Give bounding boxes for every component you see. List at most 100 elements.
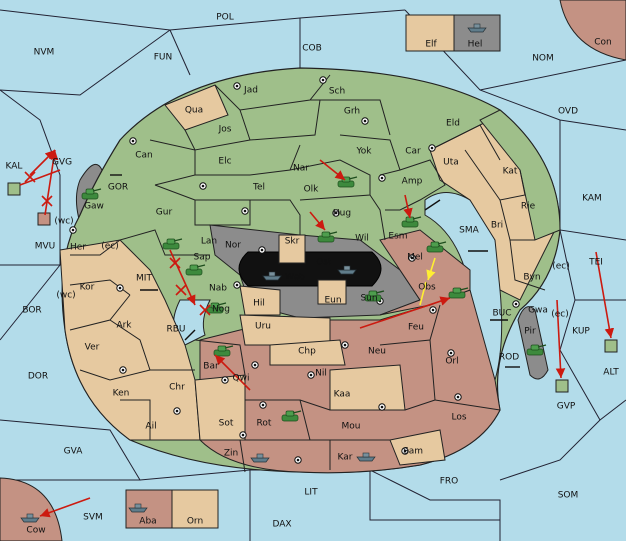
land-label: Kar <box>338 453 353 463</box>
land-label: Con <box>594 38 612 48</box>
region-alt-unit[interactable] <box>604 339 618 353</box>
land-label: Nog <box>212 305 230 315</box>
region-gvp-unit[interactable] <box>555 379 569 393</box>
land-label: Qua <box>185 106 203 116</box>
sea-label: BUC <box>492 309 511 319</box>
land-label: (wc) <box>54 217 73 227</box>
land-label: GVP <box>557 402 576 412</box>
sea-label: GVA <box>64 447 84 457</box>
sea-label: MIT <box>136 274 152 284</box>
sea-label: DAX <box>272 520 291 530</box>
land-label: ALT <box>603 368 619 378</box>
land-label: KAL <box>6 162 23 172</box>
land-label: Cow <box>26 526 45 536</box>
sea-label: BOR <box>22 306 41 316</box>
land-label: Nil <box>315 369 327 379</box>
land-label: Jos <box>218 125 232 135</box>
connection-arrows <box>110 174 520 368</box>
land-label: Nor <box>225 241 241 251</box>
land-label: Mou <box>342 422 361 432</box>
sea-label: NOM <box>532 54 554 64</box>
land-label: Rie <box>521 202 536 212</box>
region-orn[interactable] <box>171 489 219 529</box>
region-skr[interactable] <box>278 234 306 264</box>
land-label: Zin <box>224 449 238 459</box>
land-label: Eld <box>446 119 460 129</box>
region-kaa[interactable] <box>329 364 406 411</box>
region-qua[interactable] <box>164 84 229 131</box>
land-label: Orl <box>445 357 458 367</box>
land-label: Sun <box>360 294 377 304</box>
land-label: Rot <box>257 419 272 429</box>
land-label: Ken <box>113 389 130 399</box>
region-kal-unit[interactable] <box>7 182 21 196</box>
land-label: Kat <box>503 167 518 177</box>
land-label: Ver <box>85 343 100 353</box>
land-label: Nab <box>209 284 227 294</box>
land-label: Sam <box>403 447 423 457</box>
sea-label: OVD <box>558 107 578 117</box>
land-label: (wc) <box>56 291 75 301</box>
land-label: Kaa <box>334 390 351 400</box>
region-uru[interactable] <box>239 314 331 346</box>
land-label: Web <box>285 273 305 283</box>
sea-label: TEI <box>588 258 603 268</box>
land-label: Sap <box>194 253 211 263</box>
region-elf[interactable] <box>405 14 455 52</box>
sea-label: GOR <box>108 183 128 193</box>
region-sam[interactable] <box>389 429 446 466</box>
land-label: Sch <box>329 87 345 97</box>
land-label: (ec) <box>101 242 119 252</box>
land-label: Hug <box>333 209 351 219</box>
sea-label: SVM <box>83 513 103 523</box>
land-label: Gwa <box>528 306 548 316</box>
land-label: Yok <box>355 147 372 157</box>
land-label: Her <box>70 243 86 253</box>
sea-label: FUN <box>154 53 173 63</box>
region-pir[interactable] <box>517 306 549 380</box>
region-hel[interactable] <box>453 14 501 52</box>
land-label: Amp <box>402 177 423 187</box>
land-label: Uta <box>443 158 459 168</box>
region-chp[interactable] <box>269 339 346 366</box>
land-label: Gur <box>156 208 173 218</box>
land-label: Elf <box>425 40 437 50</box>
land-label: Qwi <box>233 374 250 384</box>
sea-label: RBU <box>166 325 185 335</box>
land-label: Gaw <box>84 202 104 212</box>
sea-label: SOM <box>558 491 579 501</box>
region-sot[interactable] <box>194 374 246 441</box>
land-label: Esm <box>388 232 407 242</box>
land-label: Wil <box>355 234 369 244</box>
land-label: Chp <box>298 347 316 357</box>
land-label: Ail <box>145 422 156 432</box>
land-label: Neu <box>368 347 386 357</box>
sea-label: NVM <box>34 48 55 58</box>
land-label: Nar <box>293 164 309 174</box>
sea-label: DOR <box>28 372 48 382</box>
central-lake <box>238 251 382 287</box>
land-label: Byn <box>523 273 540 283</box>
land-label: Olk <box>304 185 320 195</box>
land-label: (ec) <box>552 262 570 272</box>
region-hil[interactable] <box>239 285 281 316</box>
dislodged-marks <box>24 171 211 316</box>
land-label: Eun <box>324 296 341 306</box>
land-label: Mel <box>407 253 423 263</box>
land-label: Ost <box>316 258 332 268</box>
land-label: Pir <box>524 327 536 337</box>
region-eun[interactable] <box>317 279 347 305</box>
land-label: GVG <box>52 158 72 168</box>
sea-label: LIT <box>304 488 318 498</box>
sea-label: KUP <box>572 327 590 337</box>
sea-label: COB <box>302 44 322 54</box>
land-label: Orn <box>187 517 203 527</box>
land-label: Obs <box>418 283 436 293</box>
land-label: Jad <box>243 86 258 96</box>
land-label: Bri <box>491 221 503 231</box>
region-mvu-unit[interactable] <box>37 212 51 226</box>
land-label: Tel <box>252 183 265 193</box>
land-label: Hil <box>253 299 265 309</box>
